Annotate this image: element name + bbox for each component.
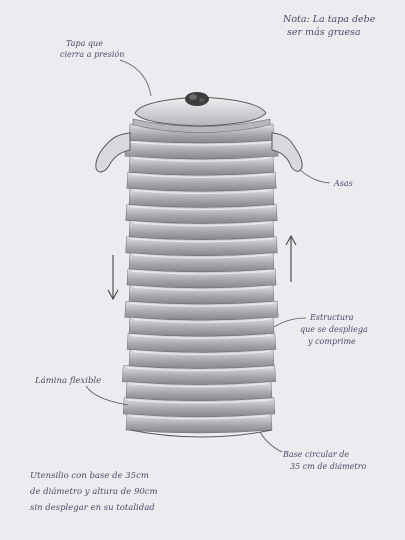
lid-knob [185,92,209,106]
sheet-label: Lámina flexible [34,375,101,386]
utensil-description: Utensilio con base de 35cm de diámetro y… [30,471,160,513]
collapsible-container [122,124,278,437]
handles-label: Asas [333,179,353,188]
